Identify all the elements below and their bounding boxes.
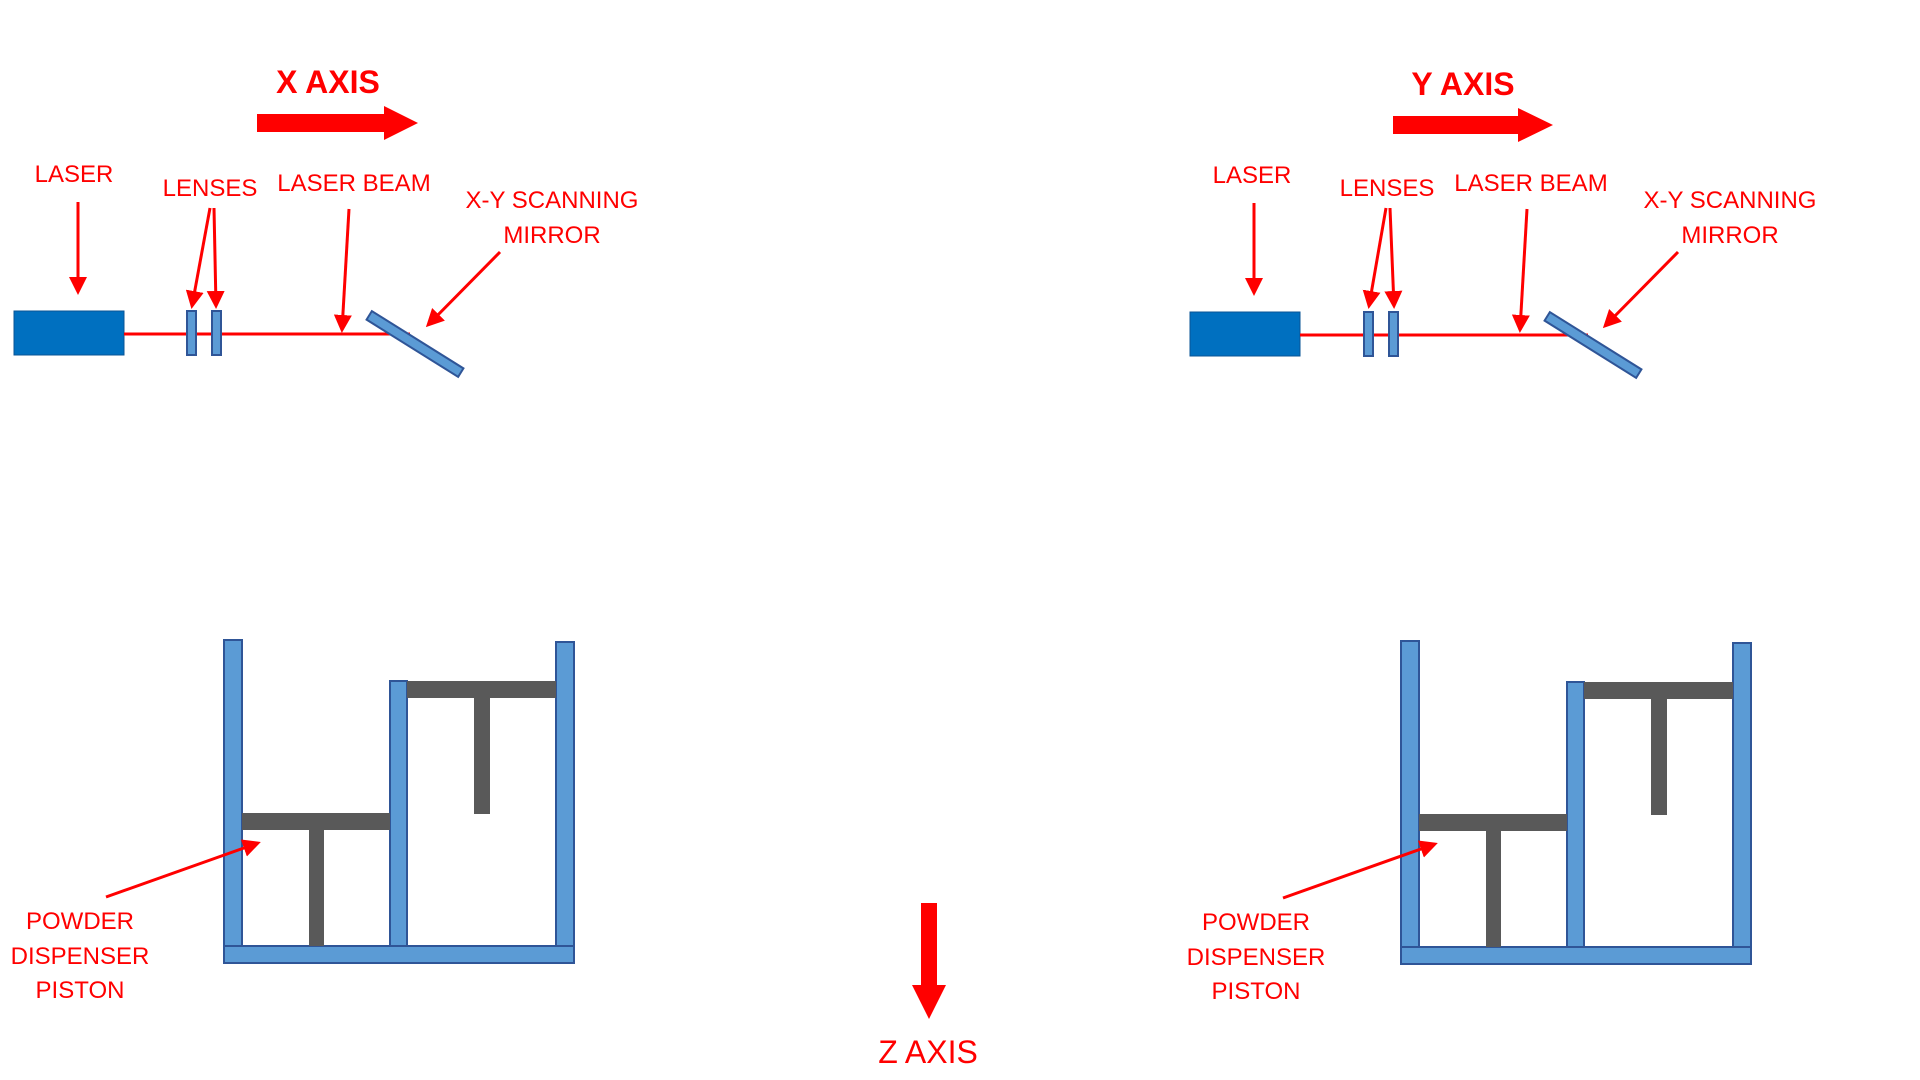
build-piston-rod: [1651, 699, 1667, 815]
piston-label-line1: POWDER: [1202, 909, 1310, 936]
beam-pointer-arrow: [333, 208, 352, 333]
build-piston-plate: [1584, 682, 1733, 699]
laser-beam-label: LASER BEAM: [277, 170, 430, 197]
x-axis-title: X AXIS: [276, 64, 380, 100]
z-axis-arrow: [912, 903, 946, 1019]
y-axis-arrow: [1393, 108, 1553, 142]
lens1-pointer-arrow: [1362, 207, 1388, 309]
lens2-pointer-arrow: [1384, 207, 1403, 309]
chamber-middle-wall: [1566, 681, 1585, 952]
lens-1: [1363, 311, 1374, 357]
y-axis-title: Y AXIS: [1411, 66, 1514, 102]
laser-label: LASER: [1213, 162, 1292, 189]
piston-pointer-arrow: [1282, 840, 1438, 900]
lenses-label: LENSES: [163, 175, 258, 202]
left-build-chambers: [223, 639, 575, 964]
build-piston-plate: [407, 681, 556, 698]
lens-2: [1388, 311, 1399, 357]
scanning-mirror: [1543, 310, 1643, 380]
chamber-right-wall: [555, 641, 575, 951]
mirror-label-line1: X-Y SCANNING: [466, 187, 639, 214]
mirror-label-line2: MIRROR: [1681, 222, 1778, 249]
lens-2: [211, 310, 222, 356]
build-piston-rod: [474, 698, 490, 814]
piston-label-line3: PISTON: [36, 977, 125, 1004]
dispenser-piston-plate: [1419, 814, 1567, 831]
right-panel: Y AXIS LASER LENSES LASER BEAM X-Y SCANN…: [1187, 66, 1817, 1005]
mirror-pointer-arrow: [1602, 250, 1680, 329]
mirror-pointer-arrow: [425, 250, 502, 328]
dispenser-piston-rod: [1486, 831, 1501, 947]
piston-label-line3: PISTON: [1212, 978, 1301, 1005]
piston-label-line2: DISPENSER: [1187, 944, 1326, 971]
piston-label-line1: POWDER: [26, 908, 134, 935]
lenses-label: LENSES: [1340, 175, 1435, 202]
laser-beam-label: LASER BEAM: [1454, 170, 1607, 197]
x-axis-arrow: [257, 106, 418, 140]
right-build-chambers: [1400, 640, 1752, 965]
chamber-base: [1400, 946, 1752, 965]
mirror-label-line2: MIRROR: [503, 222, 600, 249]
mirror-label-line1: X-Y SCANNING: [1644, 187, 1817, 214]
chamber-left-wall: [223, 639, 243, 951]
chamber-middle-wall: [389, 680, 408, 951]
beam-pointer-arrow: [1511, 208, 1530, 333]
laser-source: [13, 310, 125, 356]
chamber-base: [223, 945, 575, 964]
chamber-left-wall: [1400, 640, 1420, 952]
scanning-mirror: [365, 309, 465, 379]
lens2-pointer-arrow: [206, 207, 225, 309]
z-axis-label: Z AXIS: [878, 1034, 978, 1070]
chamber-right-wall: [1732, 642, 1752, 952]
dispenser-piston-plate: [242, 813, 390, 830]
lens-1: [186, 310, 197, 356]
laser-source: [1189, 311, 1301, 357]
left-panel: X AXIS LASER LENSES LASER BEAM X-Y SCANN…: [11, 64, 639, 1004]
z-axis: Z AXIS: [878, 903, 978, 1070]
laser-label: LASER: [35, 161, 114, 188]
piston-label-line2: DISPENSER: [11, 943, 150, 970]
lens1-pointer-arrow: [185, 207, 212, 309]
piston-pointer-arrow: [105, 839, 261, 899]
dispenser-piston-rod: [309, 830, 324, 946]
